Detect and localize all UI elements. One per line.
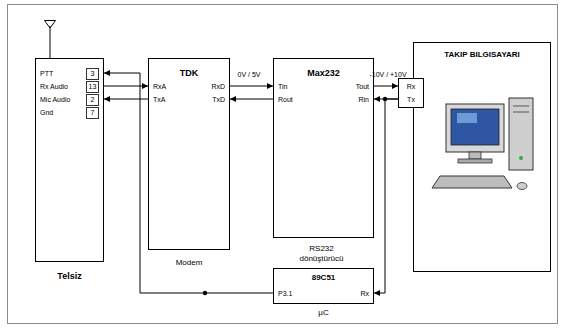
pin-label: Mic Audio — [40, 96, 70, 104]
pin-label: RxD — [211, 83, 225, 91]
block-title: TAKIP BILGISAYARI — [414, 50, 550, 59]
pin-label: P3.1 — [278, 290, 292, 298]
block-caption: Telsiz — [36, 271, 103, 281]
pin-label: Rx — [360, 290, 369, 298]
pin-label: Rout — [278, 96, 293, 104]
signal-level-label: 0V / 5V — [219, 71, 279, 79]
pin-number: 7 — [86, 107, 99, 119]
block-caption: Modem — [149, 258, 229, 267]
pin-label: TxA — [153, 96, 165, 104]
pin-number: 3 — [86, 68, 99, 80]
pin-number: 13 — [86, 81, 99, 93]
pin-label: Rx Audio — [40, 83, 68, 91]
pin-label: Gnd — [40, 109, 53, 117]
signal-wire — [230, 86, 273, 87]
block-title: Tx — [399, 96, 423, 104]
pin-label: Tout — [356, 83, 369, 91]
pin-label: Tin — [278, 83, 287, 91]
pin-label: PTT — [40, 70, 53, 78]
pin-label: TxD — [212, 96, 225, 104]
block-title: TDK — [149, 68, 229, 78]
signal-wire — [104, 86, 148, 87]
block-caption: RS232 dönüştürücü — [294, 244, 350, 262]
signal-wire — [104, 99, 148, 100]
block-title: Max232 — [274, 68, 373, 78]
signal-wire — [230, 99, 273, 100]
radio-box: PTT3Rx Audio13Mic Audio2Gnd7Telsiz — [35, 58, 104, 262]
port-box: RxTx — [398, 78, 424, 108]
computer-illustration — [432, 98, 533, 190]
converter-box: Max232TinToutRoutRinRS232 dönüştürücü — [273, 58, 374, 238]
modem-box: TDKRxARxDTxATxDModem — [148, 58, 230, 250]
frame — [8, 5, 558, 324]
block-caption: µC — [274, 308, 373, 317]
pin-number: 2 — [86, 94, 99, 106]
block-title: Rx — [399, 83, 423, 91]
signal-level-label: -10V / +10V — [358, 71, 418, 79]
computer-box: TAKIP BILGISAYARI — [413, 42, 551, 272]
signal-wire — [374, 99, 398, 293]
signal-wire — [374, 86, 398, 87]
antenna — [45, 21, 56, 59]
block-title: 89C51 — [274, 273, 373, 282]
pin-label: Rin — [358, 96, 369, 104]
mcu-box: 89C51P3.1RxµC — [273, 268, 374, 304]
pin-label: RxA — [153, 83, 166, 91]
